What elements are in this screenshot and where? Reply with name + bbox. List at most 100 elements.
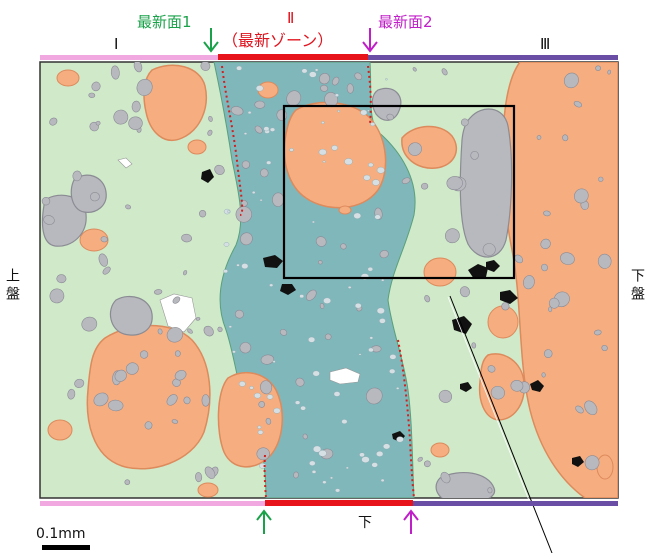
gray-clasts-small [41, 62, 612, 494]
zone-grain [257, 425, 262, 429]
gray-clast [574, 188, 589, 204]
gray-clast [540, 238, 551, 250]
zone-grain [269, 127, 276, 132]
zone-grain [385, 78, 388, 81]
gray-clast [318, 260, 323, 265]
gray-clast [260, 354, 275, 365]
gray-clast [279, 329, 288, 336]
gray-clast [563, 72, 579, 89]
zone-grain [369, 336, 374, 340]
arrow-surface2-bottom [403, 509, 419, 534]
zone-grain [347, 285, 352, 289]
gray-clast [139, 350, 149, 359]
gray-clast [438, 389, 453, 403]
gray-clast [514, 254, 524, 264]
gray-clast [258, 401, 266, 408]
label-upper: 上盤 [4, 268, 20, 304]
zone-grain [301, 68, 308, 74]
gray-clast [446, 176, 463, 191]
bar-region-I [40, 55, 218, 60]
zone-grain [318, 449, 327, 457]
gray-clast-large [70, 174, 107, 213]
zone-grain [389, 368, 396, 374]
orange-clast-small [430, 442, 450, 458]
zone-grain [311, 220, 315, 224]
zone-grain [360, 109, 368, 116]
gray-clast [41, 196, 51, 206]
gray-clast [93, 392, 109, 407]
zone-grain [255, 85, 264, 92]
zone-grain [331, 145, 338, 151]
gray-clast-large [41, 194, 87, 247]
gray-clast [256, 447, 270, 461]
orange-clast-lower-center [217, 371, 283, 468]
gray-clast [548, 306, 553, 313]
gray-clast [260, 168, 269, 178]
gray-clast [207, 129, 213, 136]
zone-grain [396, 436, 404, 443]
gray-clast [471, 342, 477, 349]
orange-clast-small [197, 482, 219, 498]
zone-grain [259, 462, 267, 469]
gray-clast [230, 106, 244, 116]
gray-clast [421, 182, 429, 190]
zone-grain [322, 160, 326, 163]
zone-grain [335, 488, 341, 493]
gray-clast [459, 286, 470, 298]
gray-clast-large [435, 471, 496, 498]
gray-clast [195, 317, 201, 321]
gray-clast [128, 116, 143, 130]
gray-clast [234, 309, 244, 319]
orange-clast-small [487, 305, 519, 339]
gray-clast [510, 379, 524, 392]
orange-clast-small [79, 228, 109, 252]
orange-clast-small [423, 257, 457, 287]
gray-clast [95, 120, 101, 126]
zone-grain [323, 297, 331, 304]
orange-clast-upper-center [283, 101, 387, 209]
gray-clast [401, 177, 411, 184]
gray-clast [607, 69, 612, 75]
gray-clast [125, 362, 139, 375]
gray-clast [254, 100, 266, 109]
bar-region-II [218, 54, 368, 60]
gray-clast [315, 236, 327, 247]
zone-grain [318, 148, 327, 156]
gray-clast [181, 233, 192, 243]
gray-clast [72, 170, 82, 182]
gray-clast [470, 151, 479, 160]
orange-clast-small [596, 454, 614, 480]
gray-clast [597, 253, 612, 269]
gray-clast [366, 387, 383, 405]
zone-grain [337, 109, 341, 113]
label-surface2: 最新面2 [378, 13, 433, 31]
zone-grain [370, 122, 376, 127]
gray-clast [200, 62, 211, 71]
gray-clast [460, 118, 469, 127]
zone-grain [257, 429, 264, 435]
orange-clast-small [56, 69, 80, 87]
bar-region-III [368, 55, 618, 60]
bar-bottom-II [265, 500, 413, 506]
gray-clast [302, 433, 308, 440]
bar-bottom-I [40, 501, 265, 506]
arrow-surface2-top [362, 28, 378, 53]
gray-clast [490, 385, 505, 400]
gray-clast [254, 125, 263, 134]
gray-clast [204, 466, 216, 479]
zone-grain [272, 360, 276, 363]
zone-grain [314, 68, 319, 72]
arrow-surface1-top [203, 28, 219, 53]
zone-grain [295, 400, 301, 405]
gray-clast [157, 328, 163, 335]
gray-clast [548, 297, 560, 309]
zone-grain [353, 212, 362, 219]
zone-grain [359, 452, 365, 458]
gray-clast [108, 399, 124, 412]
gray-clast [487, 365, 496, 373]
scale-bar [42, 545, 90, 550]
orange-clast-small [47, 419, 73, 441]
zone-grain [247, 111, 252, 115]
